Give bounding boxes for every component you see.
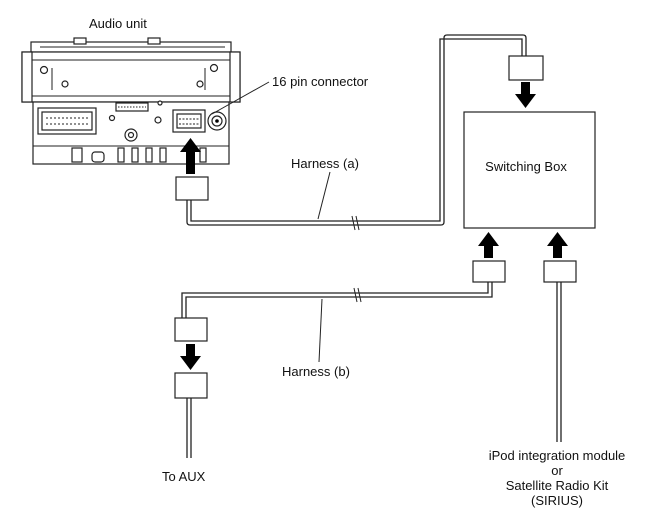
- harness-b-plug-left: [174, 317, 208, 342]
- ipod-label-line4: (SIRIUS): [531, 493, 583, 508]
- arrow-down-switching: [515, 82, 536, 108]
- connector-label: 16 pin connector: [272, 74, 369, 89]
- connector-leader-line: [211, 81, 270, 115]
- harness-b-plug-right: [472, 260, 506, 283]
- arrow-up-switching-left: [478, 232, 499, 258]
- harness-b-label: Harness (b): [282, 364, 350, 379]
- arrow-up-switching-right: [547, 232, 568, 258]
- ipod-label-line1: iPod integration module: [489, 448, 626, 463]
- arrow-down-aux: [180, 344, 201, 370]
- ipod-cable: [543, 260, 577, 442]
- aux-cable: [174, 372, 208, 458]
- audio-unit-label: Audio unit: [89, 16, 147, 31]
- switching-box: [463, 111, 596, 229]
- harness-a-plug-right: [508, 55, 544, 81]
- aux-plug: [174, 372, 208, 399]
- ipod-label-line2: or: [551, 463, 563, 478]
- arrow-up-audio: [180, 138, 201, 174]
- ipod-plug: [543, 260, 577, 283]
- ipod-label-line3: Satellite Radio Kit: [506, 478, 609, 493]
- switching-box-label: Switching Box: [485, 159, 567, 174]
- harness-b: [174, 260, 506, 342]
- audio-unit: [21, 37, 241, 165]
- to-aux-label: To AUX: [162, 469, 206, 484]
- harness-a: [175, 34, 544, 231]
- harness-a-plug-left: [175, 176, 209, 201]
- harness-a-label: Harness (a): [291, 156, 359, 171]
